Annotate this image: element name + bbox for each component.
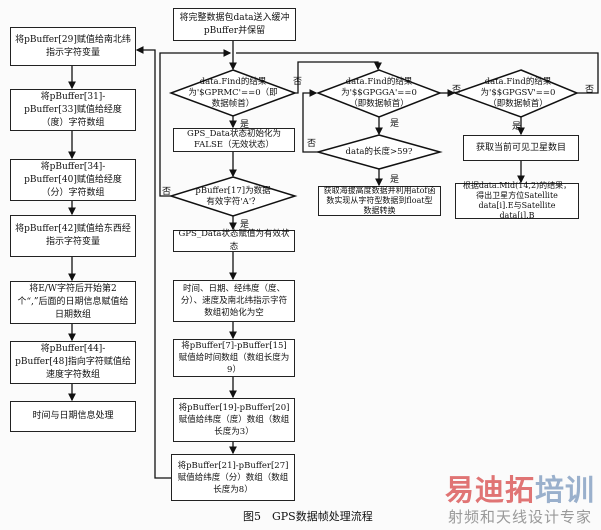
decision-gprmc: data.Find的结果为'$GPRMC'==0（即数据帧首） xyxy=(188,76,278,109)
step-lat-deg: 将pBuffer[19]-pBuffer[20]赋值给纬度（度）数组（数组长度为… xyxy=(173,398,295,442)
step-time-array: 将pBuffer[7]-pBuffer[15]赋值给时间数组（数组长度为9） xyxy=(173,339,295,377)
label-no: 否 xyxy=(162,187,172,197)
step-start: 将完整数据包data送入缓冲pBuffer并保留 xyxy=(173,8,296,41)
label-no: 否 xyxy=(585,85,595,95)
step-init-arrays: 时间、日期、经纬度（度、分）、速度及南北纬指示字符数组初始化为空 xyxy=(173,280,295,322)
step-satellite-count: 获取当前可见卫星数目 xyxy=(463,135,579,161)
step-lon-min: 将pBuffer[34]-pBuffer[40]赋值给经度（分）字符数组 xyxy=(10,159,136,201)
decision-gpgga: data.Find的结果为'$$GPGGA'==0（即数据帧首） xyxy=(341,77,417,109)
step-time-date-process: 时间与日期信息处理 xyxy=(10,401,136,432)
step-date-array: 将E/W字符后开始第2个“,”后面的日期信息赋值给日期数组 xyxy=(10,281,136,324)
label-no: 否 xyxy=(293,77,303,87)
step-lat-min: 将pBuffer[21]-pBuffer[27]赋值给纬度（分）数组（数组长度为… xyxy=(171,454,295,501)
step-ns-indicator: 将pBuffer[29]赋值给南北纬指示字符变量 xyxy=(10,27,136,66)
step-satellite-position: 根据data.Mid(14,2)的结果，得出卫星方位Satellite data… xyxy=(455,181,579,220)
label-yes: 是 xyxy=(240,120,250,130)
watermark-subtitle: 射频和天线设计专家 xyxy=(447,508,592,526)
step-speed-array: 将pBuffer[44]-pBuffer[48]指向字符赋值给速度字符数组 xyxy=(10,341,136,384)
decision-gpgsv: data.Find的结果为'$$GPGSV'==0（即数据帧首） xyxy=(480,77,556,109)
step-lon-deg: 将pBuffer[31]-pBuffer[33]赋值给经度（度）字符数组 xyxy=(10,89,136,131)
decision-length-shape xyxy=(315,134,443,170)
decision-gpgsv-shape xyxy=(452,69,579,118)
decision-length: data的长度>59? xyxy=(345,146,413,157)
label-no: 否 xyxy=(307,139,317,149)
watermark-blue-text: 培训 xyxy=(535,473,596,507)
step-ew-indicator: 将pBuffer[42]赋值给东西经指示字符变量 xyxy=(10,215,136,257)
label-no: 否 xyxy=(452,85,462,95)
label-yes: 是 xyxy=(390,119,400,129)
step-set-valid: GPS_Data状态赋值为有效状态 xyxy=(173,229,295,252)
label-yes: 是 xyxy=(390,175,400,185)
decision-gprmc-shape xyxy=(168,69,298,117)
step-init-false: GPS_Data状态初始化为FALSE（无效状态） xyxy=(173,128,295,152)
label-yes: 是 xyxy=(512,122,522,132)
label-yes: 是 xyxy=(240,220,250,230)
figure-caption: 图5 GPS数据帧处理流程 xyxy=(243,510,373,523)
watermark-red-text: 易迪拓 xyxy=(444,473,535,507)
watermark-logo: 易迪拓培训 射频和天线设计专家 xyxy=(440,474,600,527)
decision-valid-shape xyxy=(168,176,298,217)
decision-gpgga-shape xyxy=(315,69,443,118)
decision-valid: pBuffer[17]为数据有效字符'A'？ xyxy=(195,185,271,207)
step-altitude: 获取海拔高度数据并利用atof函数实现从字符型数据到float型数据转换 xyxy=(318,186,441,216)
